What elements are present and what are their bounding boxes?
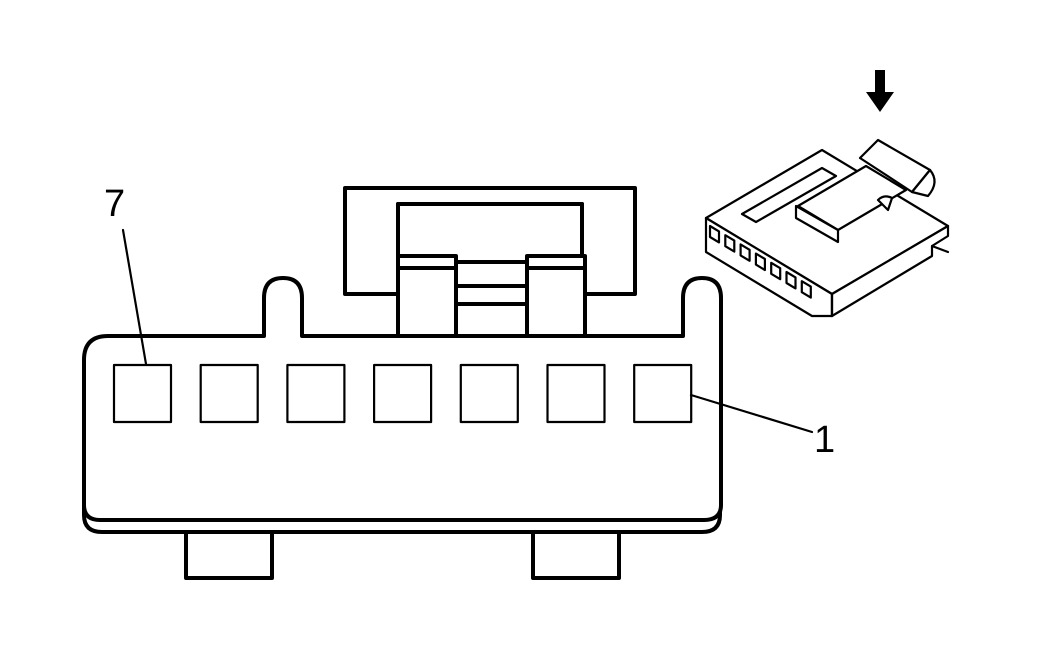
iso-cavity-6 xyxy=(785,270,797,290)
cavity-4 xyxy=(373,363,433,424)
cavity-1 xyxy=(633,363,693,424)
cavity-row xyxy=(112,363,693,424)
cavity-5 xyxy=(286,363,346,424)
iso-cavity-1 xyxy=(708,224,721,244)
leader-line-7 xyxy=(121,228,148,366)
iso-cavity-4 xyxy=(754,252,766,272)
cavity-2 xyxy=(546,363,606,424)
iso-cavity-row xyxy=(708,224,812,299)
iso-cavity-3 xyxy=(739,243,751,262)
down-arrow-icon xyxy=(866,70,894,112)
iso-cavity-5 xyxy=(770,261,782,281)
iso-cavity-7 xyxy=(800,280,812,299)
pin-label-1: 1 xyxy=(814,419,835,461)
cavity-7 xyxy=(112,363,173,424)
cavity-6 xyxy=(199,363,259,424)
cavity-3 xyxy=(459,363,519,424)
connector-isometric-view xyxy=(704,138,950,318)
leader-line-1 xyxy=(689,393,814,434)
iso-cavity-2 xyxy=(724,234,736,253)
pin-label-7: 7 xyxy=(104,183,125,225)
